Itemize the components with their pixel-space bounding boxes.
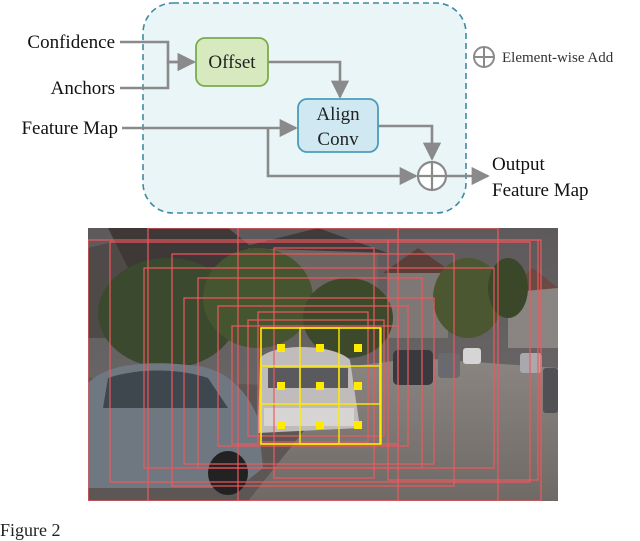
sampling-point	[316, 421, 324, 429]
align-to-add-arrow	[378, 124, 442, 161]
sampling-points	[277, 344, 362, 429]
output-label-line2: Feature Map	[492, 180, 589, 201]
anchors-arrow	[120, 52, 196, 90]
offset-to-align-arrow	[268, 60, 350, 99]
anchor-box	[171, 253, 455, 487]
element-wise-add-icon	[416, 160, 448, 192]
anchor-box	[237, 228, 399, 501]
legend-label: Element-wise Add	[502, 50, 614, 66]
align-label: Align	[316, 104, 360, 125]
feature-map-label: Feature Map	[21, 118, 118, 139]
figure-caption: Figure 2	[0, 520, 61, 540]
sampling-point	[316, 382, 324, 390]
anchor-box	[217, 305, 409, 447]
connectors	[120, 40, 490, 186]
sampling-point	[277, 382, 285, 390]
sampling-point	[277, 421, 285, 429]
sampling-point	[316, 344, 324, 352]
anchor-box	[183, 297, 435, 465]
architecture-diagram: Confidence Anchors Feature Map Offset Al…	[21, 2, 614, 214]
anchor-box	[197, 277, 423, 469]
sampling-point	[354, 344, 362, 352]
anchor-box	[257, 311, 369, 443]
anchor-box	[147, 228, 499, 501]
yellow-sampling-boxes	[260, 327, 382, 445]
offset-block	[195, 37, 269, 87]
confidence-label: Confidence	[27, 32, 115, 53]
anchor-box	[109, 241, 531, 483]
conv-label: Conv	[317, 129, 359, 150]
align-conv-block	[297, 98, 379, 153]
sample-box	[299, 365, 381, 445]
anchor-box	[88, 239, 542, 501]
sampling-point	[354, 382, 362, 390]
street-scene-image	[88, 228, 558, 501]
anchor-box	[273, 247, 375, 479]
output-label-line1: Output	[492, 154, 546, 175]
feature-map-skip-arrow	[266, 128, 418, 186]
scene-background	[88, 228, 558, 501]
sampling-point	[354, 421, 362, 429]
sampling-point	[277, 344, 285, 352]
anchors-label: Anchors	[51, 78, 115, 99]
offset-label: Offset	[208, 52, 256, 73]
anchor-box	[247, 319, 385, 437]
anchor-box	[387, 239, 539, 481]
legend-add-icon	[473, 46, 495, 68]
